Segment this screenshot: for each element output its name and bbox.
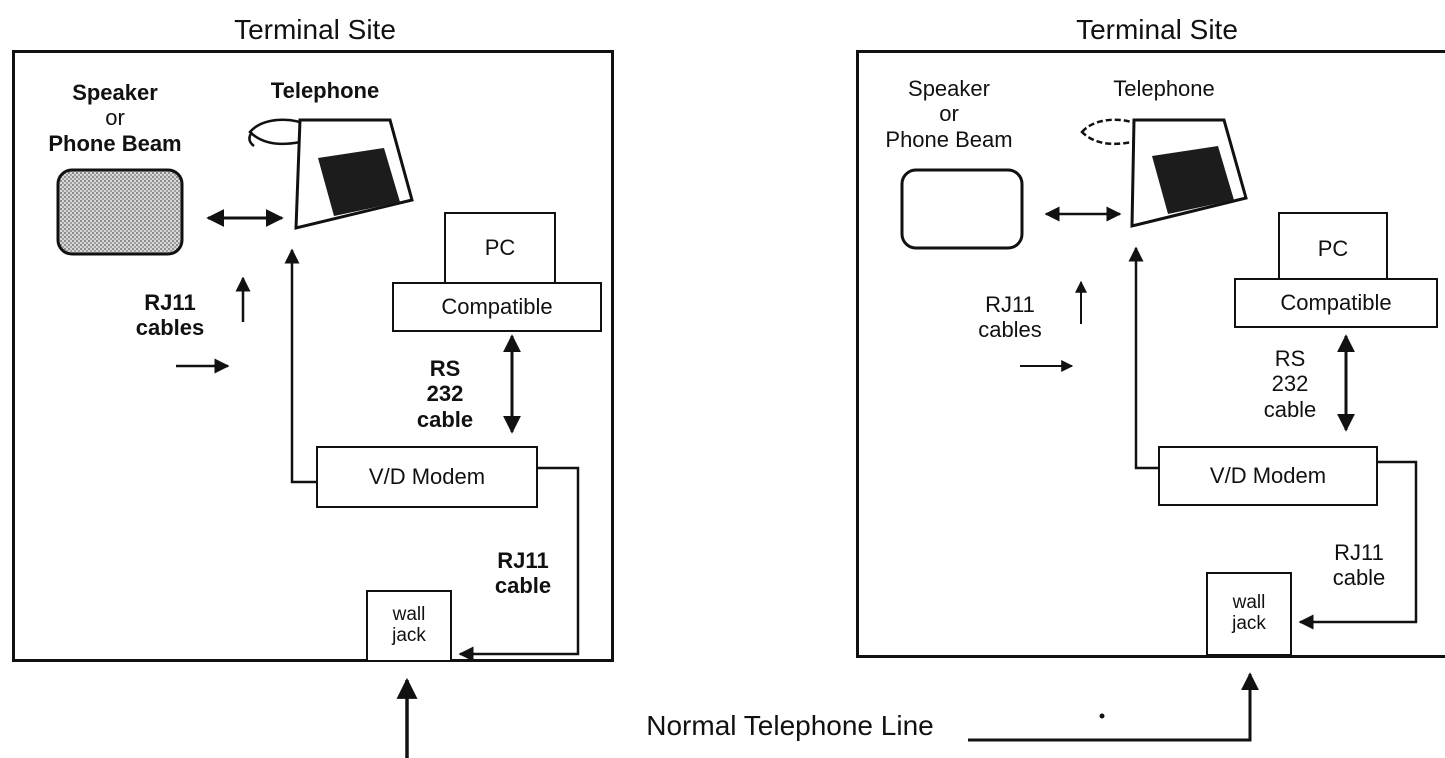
right-speaker-icon	[902, 170, 1022, 248]
right-telephone-icon	[1082, 120, 1246, 226]
left-telephone-icon	[249, 120, 412, 228]
left-speaker-icon	[58, 170, 182, 254]
